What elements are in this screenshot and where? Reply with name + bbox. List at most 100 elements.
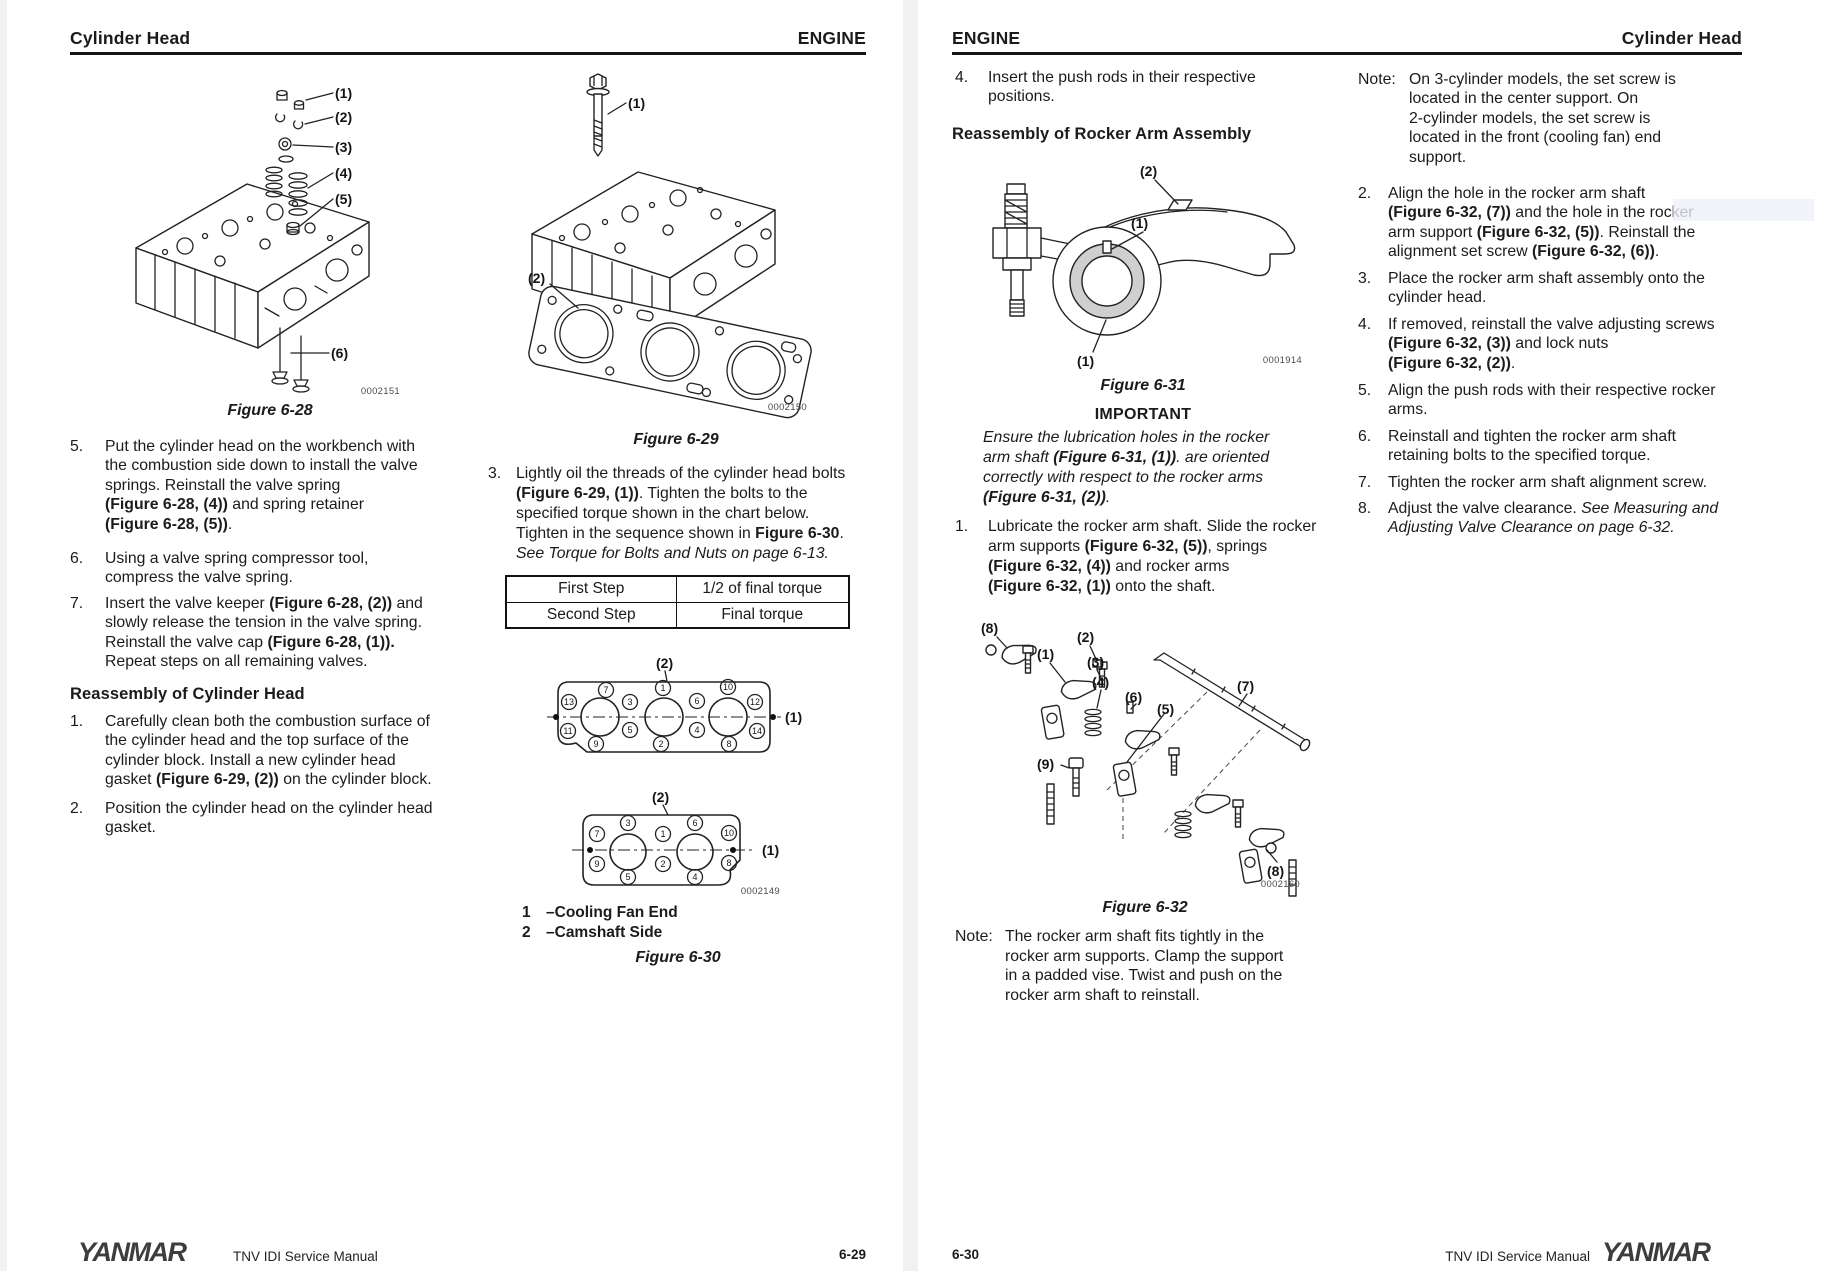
right-header-rule [952, 52, 1742, 55]
note-label: Note: [1358, 71, 1396, 88]
list-text: Adjust the valve clearance. See Measurin… [1388, 500, 1719, 537]
svg-text:7: 7 [594, 829, 599, 839]
callout-label: (8) [981, 620, 998, 636]
svg-text:10: 10 [724, 828, 734, 838]
svg-text:11: 11 [563, 726, 572, 736]
svg-text:4: 4 [692, 872, 697, 882]
list-number: 6. [1358, 428, 1372, 445]
list-text: Put the cylinder head on the workbench w… [105, 438, 418, 533]
rocker-support-parts [1040, 704, 1263, 884]
callout-label: (2) [1140, 163, 1157, 179]
bolt-sequence-numbers: 3 6 7 1 10 9 2 8 5 4 [588, 814, 738, 886]
page-number-right: 6-30 [952, 1247, 980, 1262]
left-header-rule [70, 52, 866, 55]
figure-6-32-caption: Figure 6-32 [1102, 899, 1188, 916]
callout-label: (3) [1087, 654, 1104, 670]
important-heading: IMPORTANT [1094, 406, 1192, 423]
callout-label: (3) [335, 139, 352, 155]
bolt-sequence-numbers: 7 1 10 13 3 6 12 11 5 4 14 9 2 8 [559, 678, 766, 753]
bore-circle [580, 697, 620, 737]
figure-6-30-3cyl-sequence: (2) 7 1 10 13 3 6 12 11 5 4 14 9 2 8 (1) [547, 655, 802, 753]
svg-text:8: 8 [726, 858, 731, 868]
callout-label: (5) [1157, 701, 1174, 717]
list-number: 4. [955, 69, 969, 86]
valve-spring-left [265, 166, 283, 198]
callout-label: (1) [335, 85, 352, 101]
figure-6-32-leader-lines [996, 636, 1278, 863]
torque-table: First Step 1/2 of final torque Second St… [505, 575, 850, 629]
svg-text:12: 12 [750, 697, 760, 707]
callout-label: (2) [652, 789, 669, 805]
centerline-dot [770, 714, 776, 720]
yanmar-logo: YANMAR [78, 1237, 187, 1267]
figure-6-28-caption: Figure 6-28 [227, 402, 313, 419]
callout-label: (1) [1037, 646, 1054, 662]
svg-text:7: 7 [603, 685, 608, 695]
cylinder-head-drawing [135, 183, 370, 349]
note-text: The rocker arm shaft fits tightly in the… [1005, 928, 1284, 1004]
list-text: Insert the valve keeper (Figure 6-28, (2… [105, 595, 423, 671]
svg-text:5: 5 [625, 872, 630, 882]
list-number: 4. [1358, 316, 1372, 333]
bore-circle [609, 833, 647, 871]
figure-6-29-caption: Figure 6-29 [633, 431, 719, 448]
figure-6-30-caption: Figure 6-30 [635, 949, 721, 966]
image-id: 0001914 [1262, 355, 1302, 366]
head-gasket-drawing [528, 285, 812, 419]
table-row: Second Step Final torque [505, 601, 850, 629]
image-id: 0002150 [767, 402, 807, 413]
svg-text:9: 9 [594, 859, 599, 869]
callout-label: (4) [335, 165, 352, 181]
legend-item: 2–Camshaft Side [522, 924, 663, 941]
page-edge-left [0, 0, 7, 1271]
list-text: Lubricate the rocker arm shaft. Slide th… [988, 518, 1317, 595]
left-page-section-title: Cylinder Head [70, 28, 191, 48]
image-id: 0002151 [360, 386, 400, 397]
callout-label: (6) [331, 345, 348, 361]
selection-highlight [1673, 199, 1814, 221]
callout-label: (4) [1092, 674, 1109, 690]
callout-label: (1) [785, 709, 802, 725]
svg-text:2: 2 [660, 859, 665, 869]
valve-parts-stack-drawing [265, 89, 308, 236]
list-number: 5. [1358, 382, 1372, 399]
bolt-parts [1022, 645, 1244, 828]
bore-circle [644, 697, 684, 737]
legend-item: 1–Cooling Fan End [522, 904, 678, 921]
left-page-chapter-title: ENGINE [797, 28, 866, 48]
callout-label: (9) [1037, 756, 1054, 772]
right-page-chapter-title: ENGINE [952, 28, 1021, 48]
svg-text:3: 3 [627, 697, 632, 707]
callout-label: (6) [1125, 689, 1142, 705]
callout-label: (8) [1267, 863, 1284, 879]
figure-6-28-illustration: (1) (2) (3) (4) (5) (6) [135, 85, 370, 393]
list-number: 3. [1358, 270, 1372, 287]
list-text: Carefully clean both the combustion surf… [105, 713, 432, 789]
svg-text:3: 3 [625, 818, 630, 828]
valve-spring-right [288, 172, 308, 216]
leader-line [662, 804, 669, 816]
page-number-left: 6-29 [838, 1247, 866, 1262]
list-text: Lightly oil the threads of the cylinder … [516, 465, 846, 562]
svg-text:10: 10 [723, 682, 733, 692]
table-cell: First Step [505, 575, 677, 603]
gasket-outline [557, 681, 771, 753]
svg-text:1: 1 [660, 683, 665, 693]
table-row: First Step 1/2 of final torque [505, 575, 850, 603]
list-text: If removed, reinstall the valve adjustin… [1388, 316, 1715, 372]
head-bolt-drawing [586, 73, 610, 157]
callout-label: (7) [1237, 678, 1254, 694]
note-label: Note: [955, 928, 993, 945]
manual-title: TNV IDI Service Manual [1445, 1249, 1590, 1264]
rocker-arm-boss-drawing [1052, 226, 1162, 336]
rocker-arm-parts [1001, 644, 1285, 848]
figure-6-31-leader-lines [1092, 179, 1179, 353]
svg-text:6: 6 [694, 696, 699, 706]
svg-text:2: 2 [658, 739, 663, 749]
rocker-shaft-drawing [1153, 652, 1311, 752]
adjusting-screw-drawing [992, 183, 1076, 317]
figure-6-30-2cyl-sequence: (2) 3 6 7 1 10 9 2 8 5 4 (1) [572, 789, 779, 886]
svg-text:14: 14 [752, 726, 762, 736]
table-cell: 1/2 of final torque [675, 575, 850, 603]
